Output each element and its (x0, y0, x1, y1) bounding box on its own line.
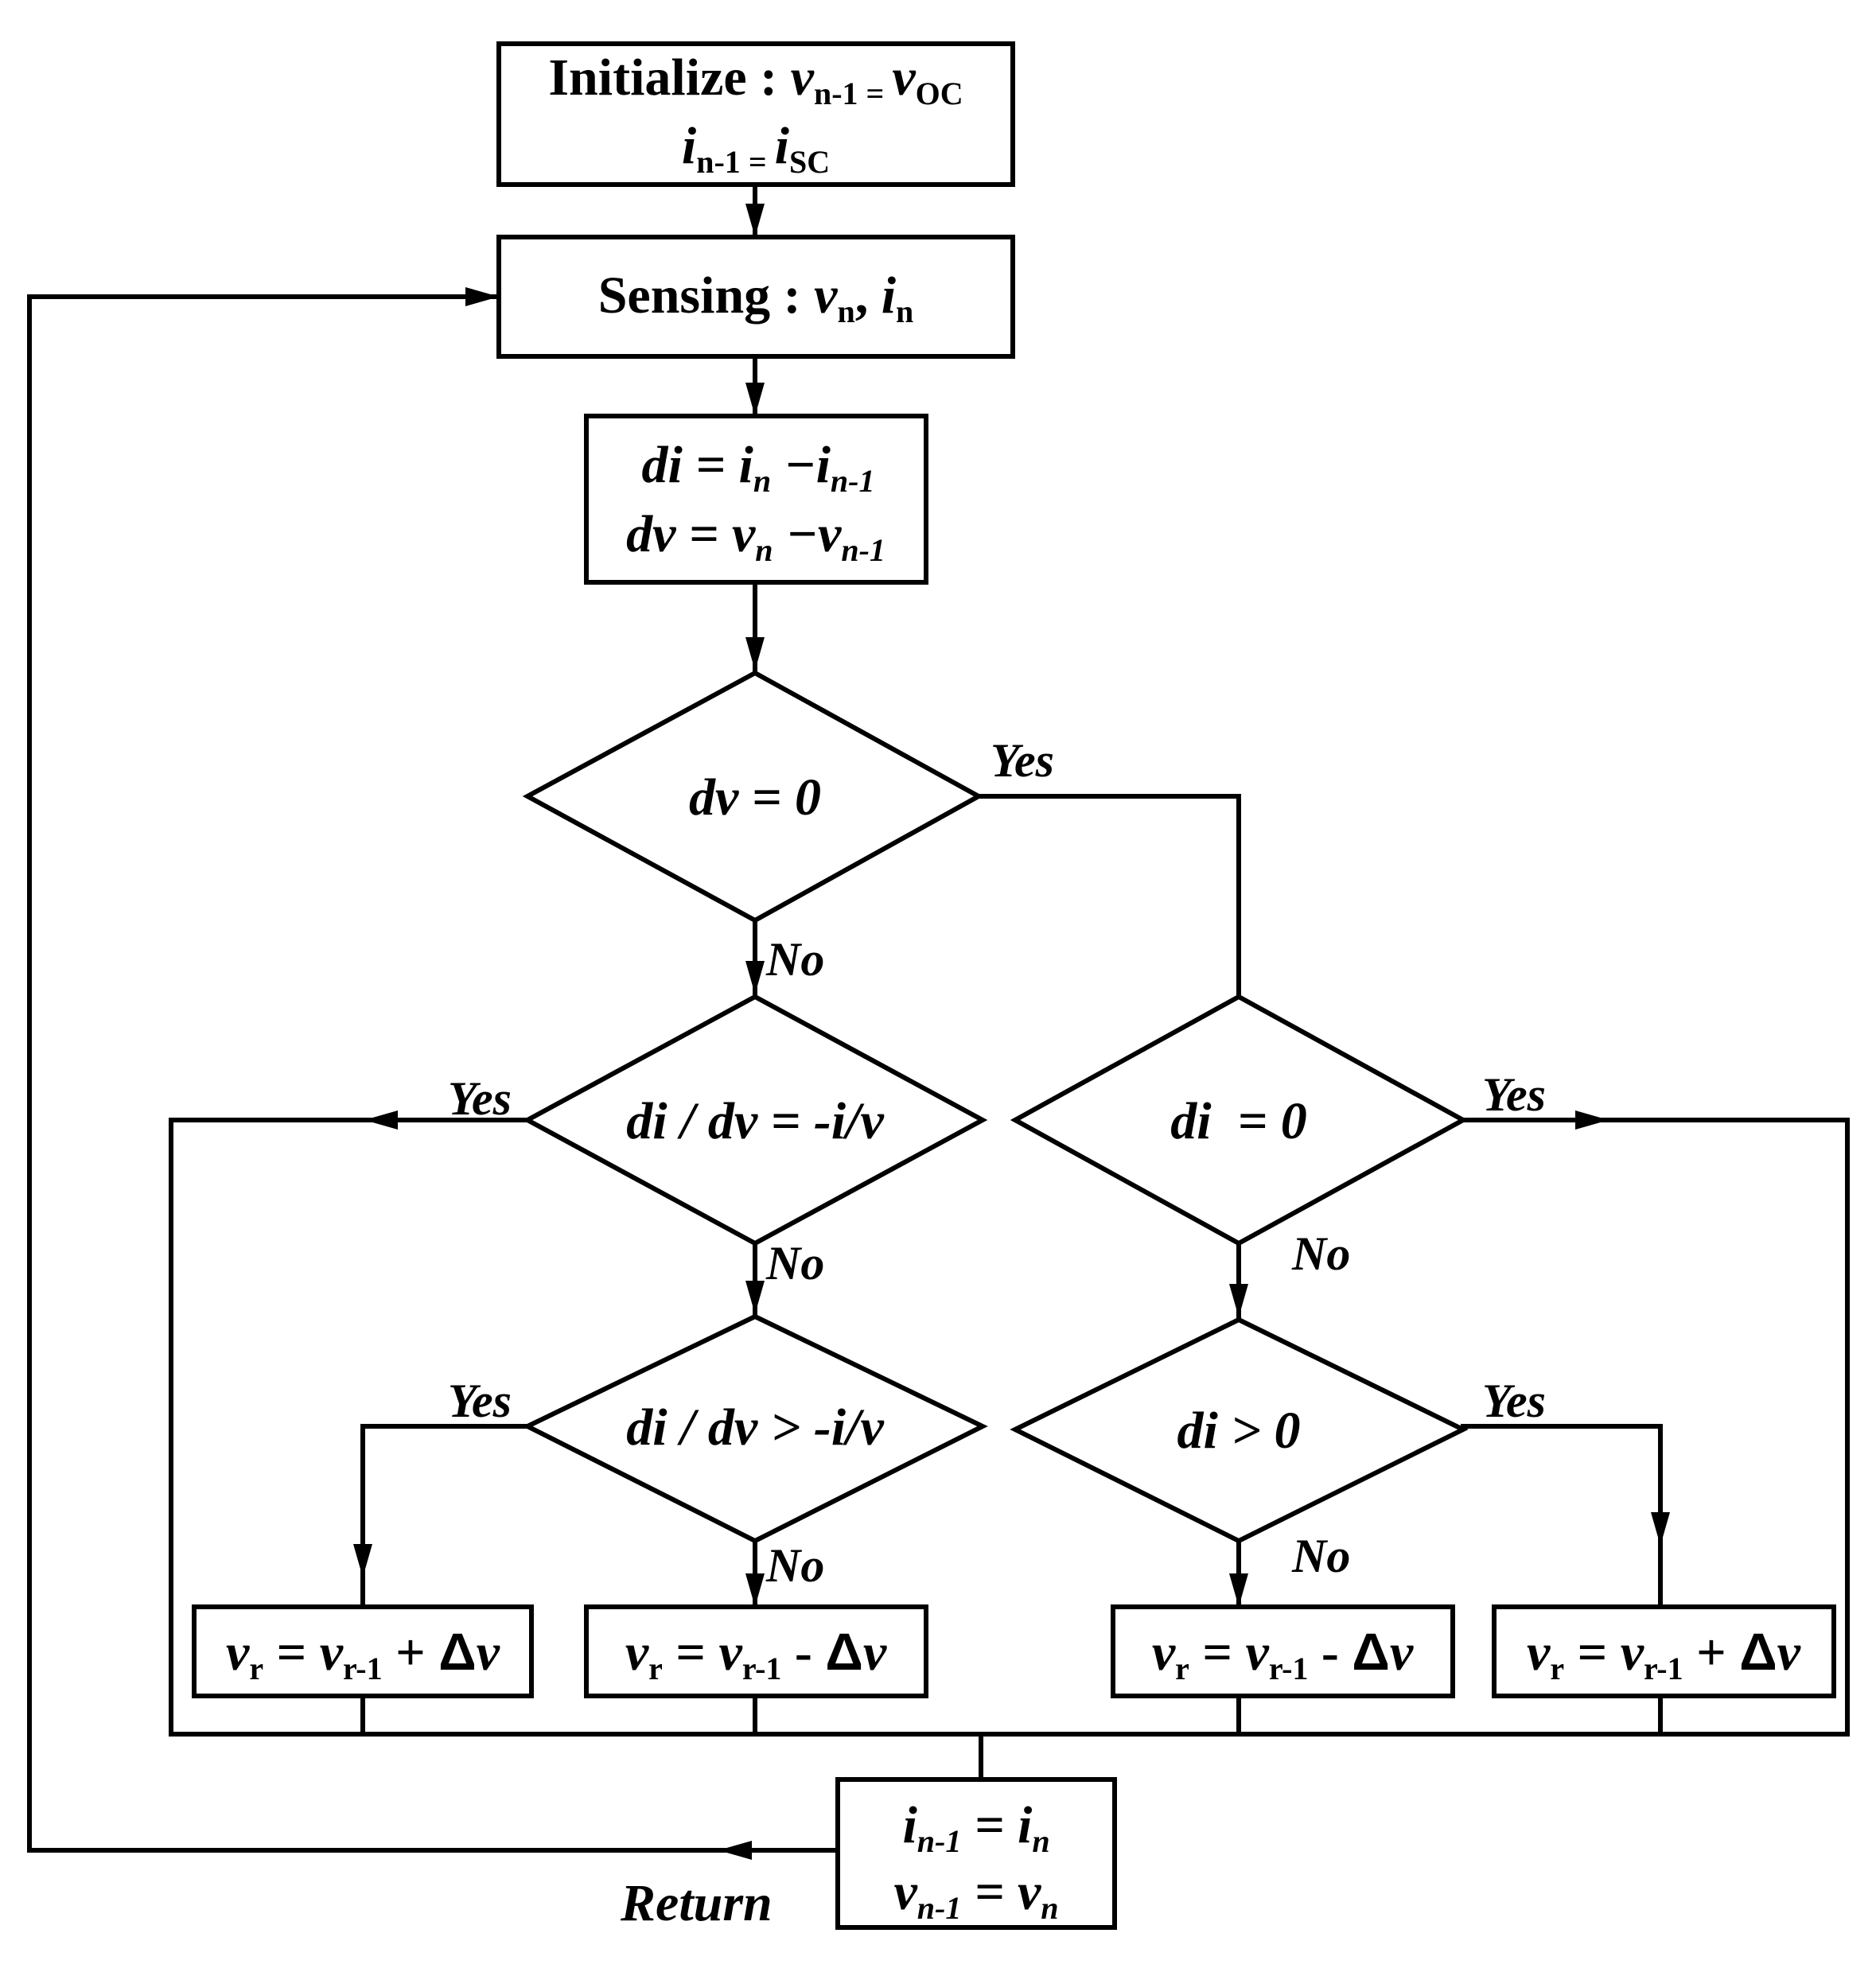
decision-di-zero-text: di = 0 (1170, 1092, 1306, 1150)
decision-di-greater: di > 0 (1010, 1317, 1469, 1544)
decision-didv-equal-text: di / dv = -i/v (626, 1092, 884, 1150)
sensing-box: Sensing : vn, in (496, 235, 1015, 359)
compute-differences-box: di = in −in-1 dv = vn −vn-1 (584, 414, 928, 585)
arrowhead-down (745, 1281, 765, 1314)
decision-didv-greater: di / dv > -i/v (522, 1313, 988, 1544)
connector-dv-yes (976, 794, 1241, 997)
label-yes: Yes (448, 1375, 512, 1427)
update-box-minus-right: vr = vr-1 - Δv (1111, 1604, 1455, 1698)
label-return: Return (620, 1874, 773, 1932)
update-plus-right-text: vr = vr-1 + Δv (1527, 1622, 1801, 1686)
update-plus-left-text: vr = vr-1 + Δv (226, 1622, 500, 1686)
update-box-plus-left: vr = vr-1 + Δv (192, 1604, 534, 1698)
connector-di-gt-yes (1461, 1424, 1663, 1609)
label-no: No (765, 1237, 824, 1289)
arrowhead-down (1229, 1573, 1248, 1607)
connector-return-loop (27, 294, 840, 1853)
update-minus-right-text: vr = vr-1 - Δv (1152, 1622, 1414, 1686)
decision-dv-zero-text: dv = 0 (689, 768, 821, 826)
compute-di-line: di = in −in-1 (642, 436, 875, 499)
decision-di-greater-text: di > 0 (1177, 1402, 1301, 1460)
initialize-line2: in-1 = iSC (682, 117, 830, 180)
connectors (27, 182, 1850, 1853)
sensing-text: Sensing : vn, in (598, 266, 914, 329)
label-no: No (765, 933, 824, 986)
arrowhead-down (745, 383, 765, 416)
arrowhead-down (745, 204, 765, 237)
arrowhead-down (745, 1573, 765, 1607)
connector-didv-gt-yes (360, 1424, 530, 1609)
decision-didv-greater-text: di / dv > -i/v (626, 1398, 884, 1457)
store-i-line: in-1 = in (902, 1796, 1049, 1859)
compute-dv-line: dv = vn −vn-1 (626, 505, 885, 568)
decision-di-zero: di = 0 (1010, 994, 1469, 1247)
initialize-line1: Initialize : vn-1 = vOC (548, 49, 963, 111)
label-yes: Yes (448, 1072, 512, 1125)
label-yes: Yes (1482, 1068, 1546, 1121)
label-no: No (1291, 1227, 1350, 1280)
branch-labels: Yes No Yes No Yes No Yes No Yes No Retur… (448, 734, 1546, 1932)
initialize-box: Initialize : vn-1 = vOC in-1 = iSC (496, 41, 1015, 187)
arrowhead-right (465, 287, 499, 306)
arrowhead-left (364, 1110, 398, 1130)
store-v-line: vn-1 = vn (893, 1863, 1058, 1926)
update-minus-center-text: vr = vr-1 - Δv (625, 1622, 887, 1686)
arrowhead-down (1229, 1284, 1248, 1317)
label-no: No (765, 1539, 824, 1592)
label-no: No (1291, 1530, 1350, 1582)
decision-dv-zero: dv = 0 (522, 670, 984, 924)
label-yes: Yes (1482, 1375, 1546, 1427)
arrowhead-down (353, 1544, 372, 1577)
update-box-plus-right: vr = vr-1 + Δv (1492, 1604, 1836, 1698)
arrowhead-right (1575, 1110, 1609, 1130)
update-box-minus-center: vr = vr-1 - Δv (584, 1604, 928, 1698)
store-previous-values-box: in-1 = in vn-1 = vn (835, 1777, 1117, 1930)
arrowhead-down (1651, 1512, 1670, 1546)
arrowhead-left (718, 1841, 752, 1860)
label-yes: Yes (991, 734, 1054, 787)
connector-didv-eq-yes (169, 1118, 530, 1737)
arrowhead-down (745, 961, 765, 994)
decision-didv-equal: di / dv = -i/v (522, 994, 988, 1247)
arrowheads (353, 204, 1670, 1860)
arrowhead-down (745, 637, 765, 671)
